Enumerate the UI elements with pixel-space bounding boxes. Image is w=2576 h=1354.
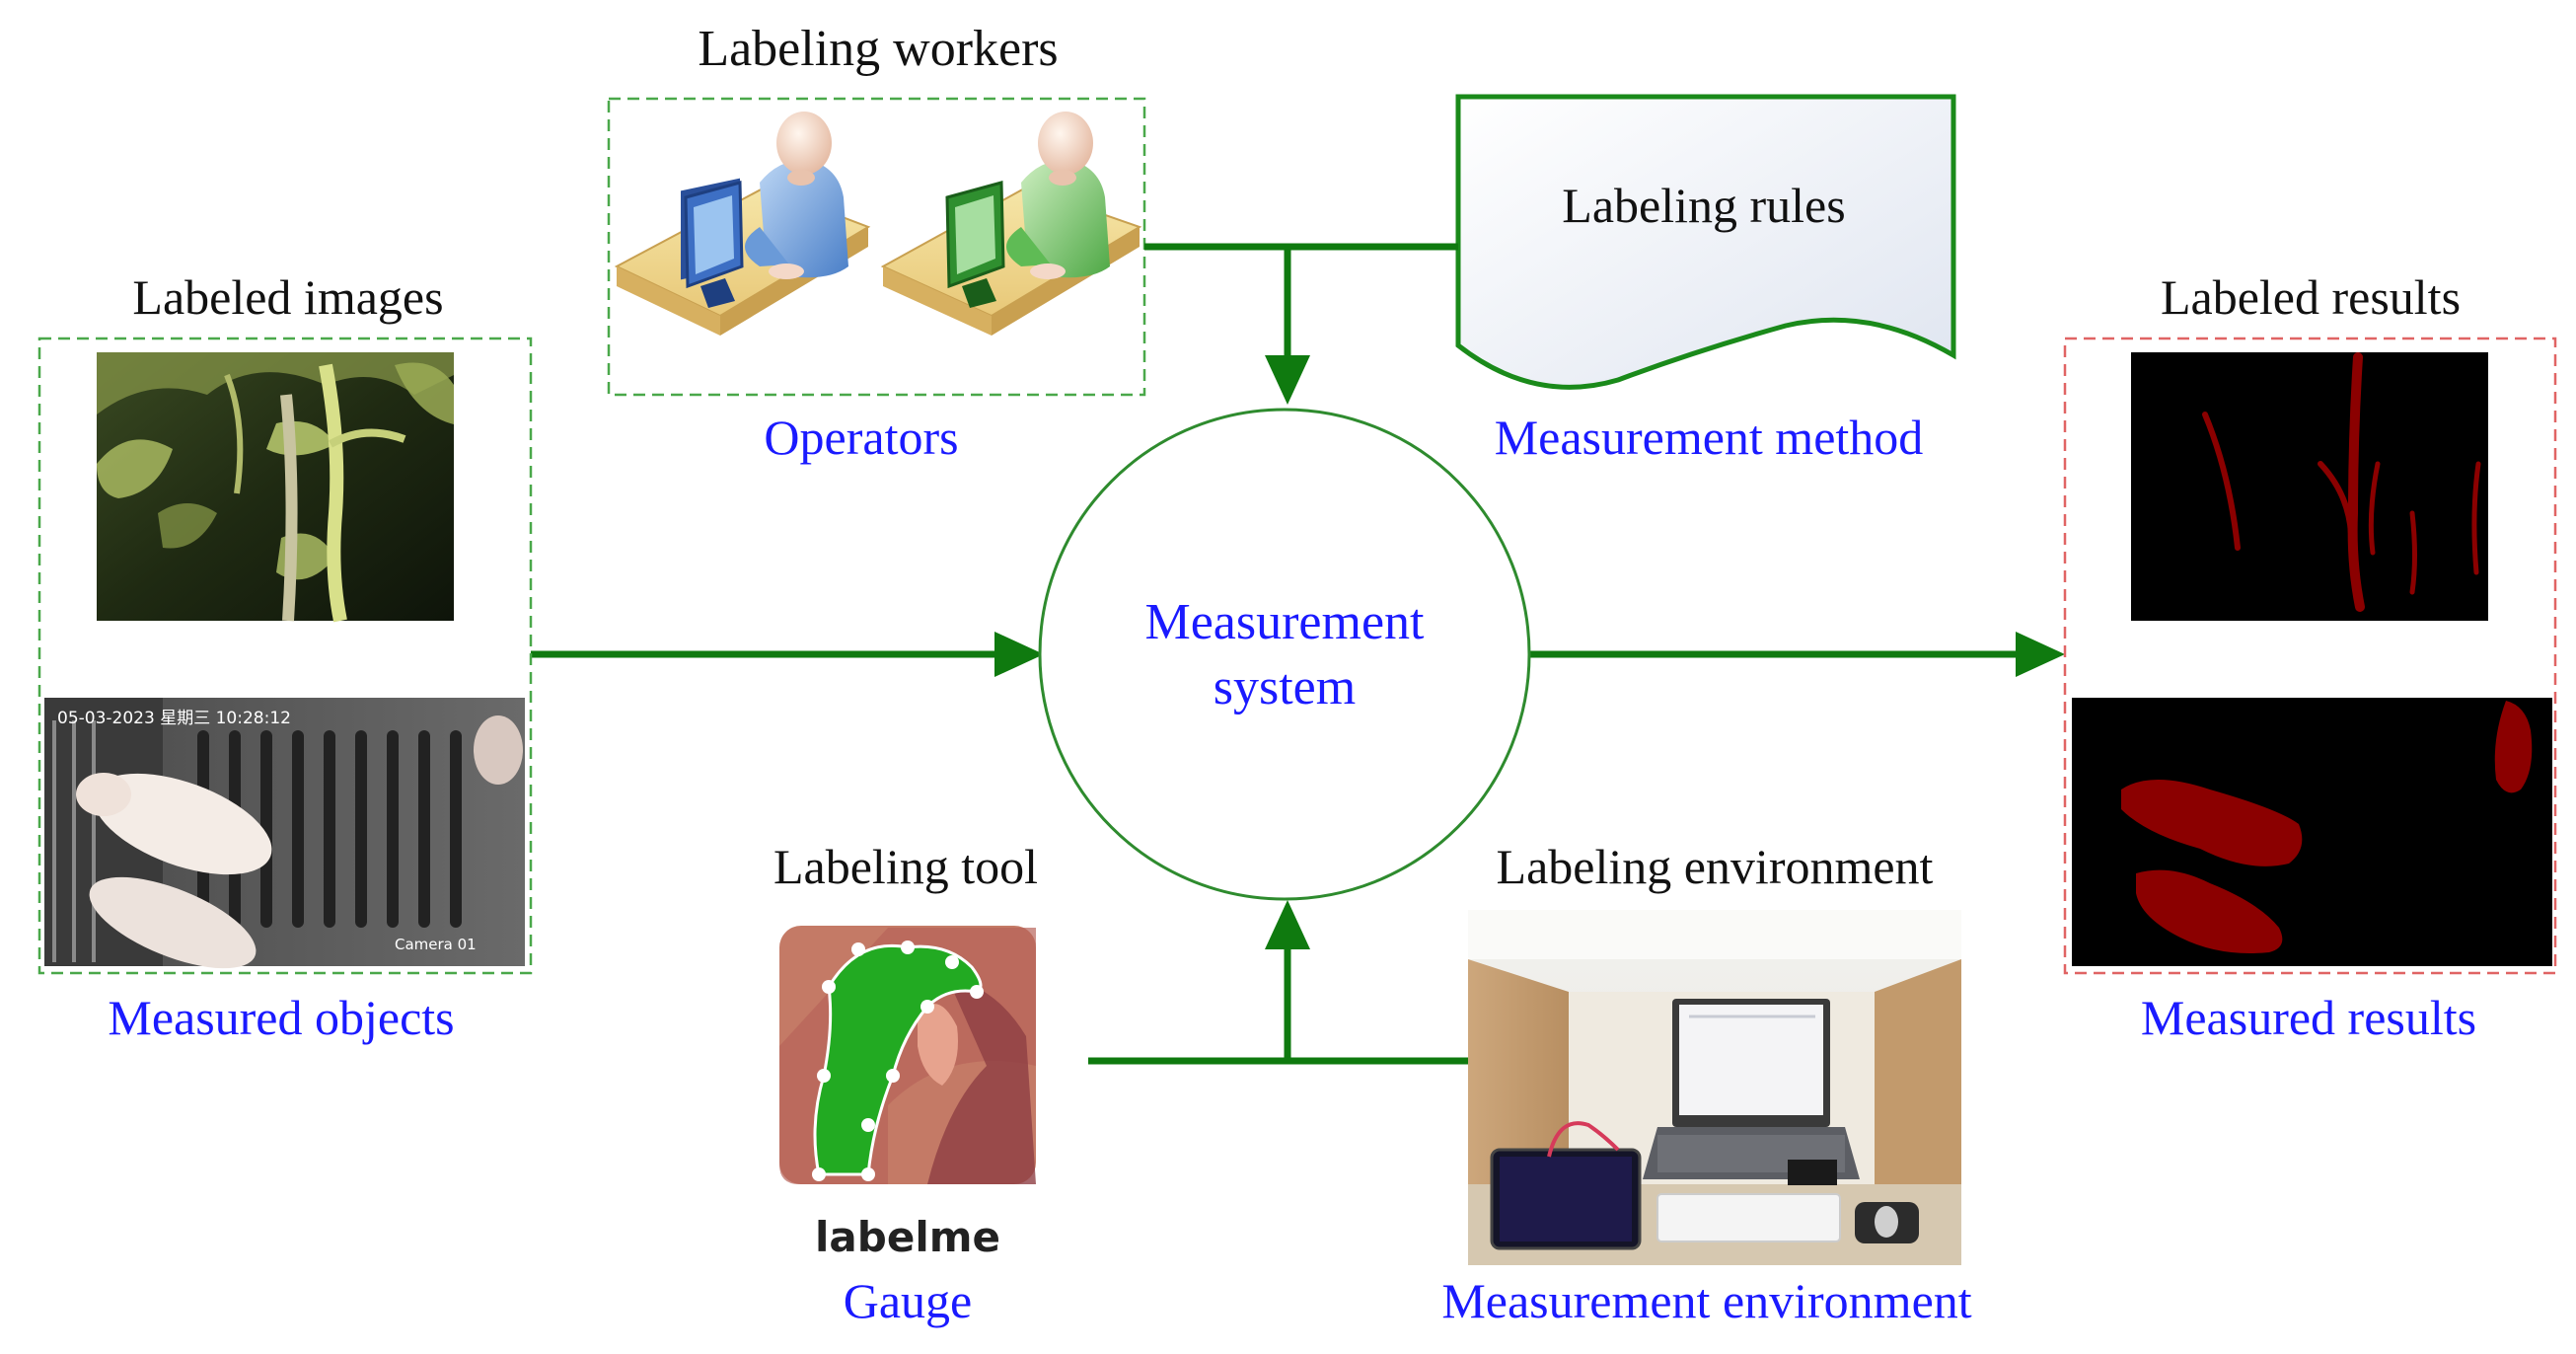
gauge-label: Gauge (844, 1273, 973, 1328)
measurement-system-circle (1038, 408, 1531, 901)
measurement-environment-label: Measurement environment (1441, 1273, 1971, 1328)
bottom-connector (1088, 947, 1468, 1065)
left-arrowhead (994, 632, 1044, 677)
top-arrowhead (1265, 355, 1310, 405)
center-label-line1: Measurement (1144, 594, 1425, 650)
labeling-rules-label: Labeling rules (1562, 178, 1845, 233)
right-arrowhead (2016, 632, 2065, 677)
measured-results-label: Measured results (2141, 990, 2476, 1045)
top-connector (1144, 243, 1458, 355)
measured-objects-box (37, 337, 533, 975)
labeled-images-title: Labeled images (132, 269, 443, 325)
labelme-wordmark: labelme (815, 1213, 1000, 1261)
labeling-workers-title: Labeling workers (698, 21, 1058, 77)
measured-objects-label: Measured objects (108, 990, 454, 1045)
pig-mask-result (2072, 698, 2552, 966)
labelme-logo-icon (779, 926, 1036, 1184)
camera-name: Camera 01 (395, 936, 477, 953)
camera-timestamp: 05-03-2023 星期三 10:28:12 (57, 709, 291, 728)
measurement-method-label: Measurement method (1495, 410, 1924, 465)
operator-green-icon (880, 112, 1142, 336)
pig-camera-photo: 05-03-2023 星期三 10:28:12 Camera 01 (44, 698, 525, 969)
bottom-arrowhead (1265, 900, 1310, 949)
labeling-environment-photo (1468, 910, 1961, 1265)
operator-blue-icon (614, 112, 871, 336)
operators-label: Operators (764, 410, 958, 465)
labeling-environment-title: Labeling environment (1497, 839, 1934, 894)
center-label-line2: system (1214, 659, 1356, 715)
stem-mask-result (2131, 352, 2488, 621)
plant-photo (97, 352, 454, 623)
measured-results-box (2063, 337, 2557, 975)
labeling-tool-title: Labeling tool (773, 839, 1038, 894)
document-icon (1455, 94, 1956, 390)
labeled-results-title: Labeled results (2161, 269, 2461, 325)
